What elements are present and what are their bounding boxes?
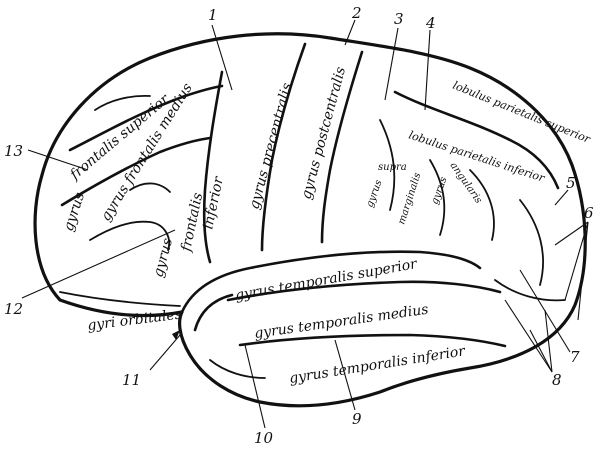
num-12: 12 — [4, 300, 23, 318]
brain-outline — [33, 32, 587, 408]
superior-frontal-sulcus — [68, 84, 224, 152]
num-5: 5 — [566, 174, 576, 192]
precentral-sulcus — [202, 70, 224, 264]
num-3: 3 — [394, 10, 404, 28]
superior-temporal-sulcus — [226, 280, 502, 302]
lateral-sulcus — [180, 250, 482, 314]
parietal-fold-3 — [469, 169, 495, 241]
num-8: 8 — [552, 371, 562, 389]
frontal-fold-2 — [129, 182, 171, 193]
num-10: 10 — [254, 429, 274, 447]
arrow-11 — [172, 330, 180, 340]
num-9: 9 — [352, 410, 362, 428]
inferior-frontal-sulcus — [60, 136, 212, 207]
leader-lines — [21, 19, 589, 429]
frontal-fold-1 — [89, 220, 170, 251]
occipital-fold-1 — [519, 199, 544, 286]
num-1: 1 — [208, 6, 218, 24]
num-4: 4 — [425, 14, 436, 32]
num-6: 6 — [584, 204, 594, 222]
num-2: 2 — [351, 4, 362, 22]
postcentral-sulcus — [320, 50, 364, 244]
orbital-sulcus — [59, 291, 181, 307]
num-11: 11 — [122, 371, 141, 389]
label-gyrus-supramarginalis-b: supra — [378, 162, 407, 173]
temporal-pole-fold — [209, 359, 266, 379]
num-7: 7 — [570, 348, 580, 366]
parietal-fold-2 — [429, 159, 446, 236]
frontal-fold-3 — [94, 95, 151, 111]
inferior-temporal-sulcus — [238, 333, 507, 348]
parietal-fold-1 — [379, 119, 396, 211]
num-13: 13 — [4, 142, 23, 160]
intraparietal-sulcus — [393, 90, 560, 190]
occipital-fold-2 — [494, 279, 566, 302]
temporal-lobe-inner-fold — [193, 293, 234, 332]
central-sulcus — [260, 42, 307, 252]
